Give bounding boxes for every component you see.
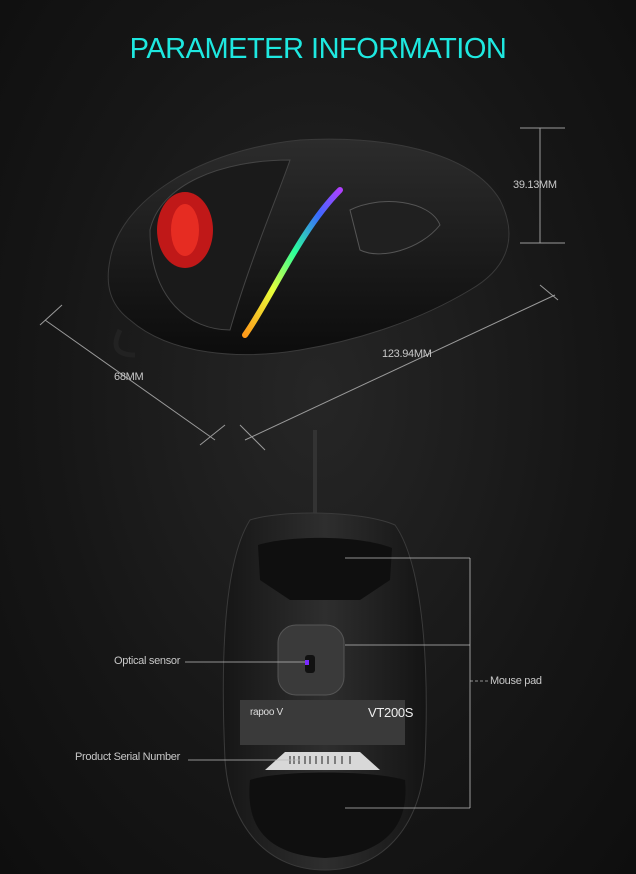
rgb-light-strip [242,187,343,338]
page-title: PARAMETER INFORMATION [129,33,507,65]
mouse-bottom-view [222,512,427,871]
brand-logo: rapoo V [250,707,283,718]
optical-sensor-label: Optical sensor [114,655,181,667]
mouse-feet-top [258,537,392,600]
callout-lines [185,557,488,809]
model-name: VT200S [368,705,414,720]
height-dimension-label: 39.13MM [513,179,557,191]
width-dimension-label: 68MM [114,371,144,383]
mouse-pad-label: Mouse pad [490,675,542,687]
mouse-feet-bottom [249,772,406,858]
length-dimension-label: 123.94MM [382,348,432,360]
dimension-lines [39,127,565,451]
mouse-top-view [107,138,510,358]
serial-number-label: Product Serial Number [75,751,180,763]
